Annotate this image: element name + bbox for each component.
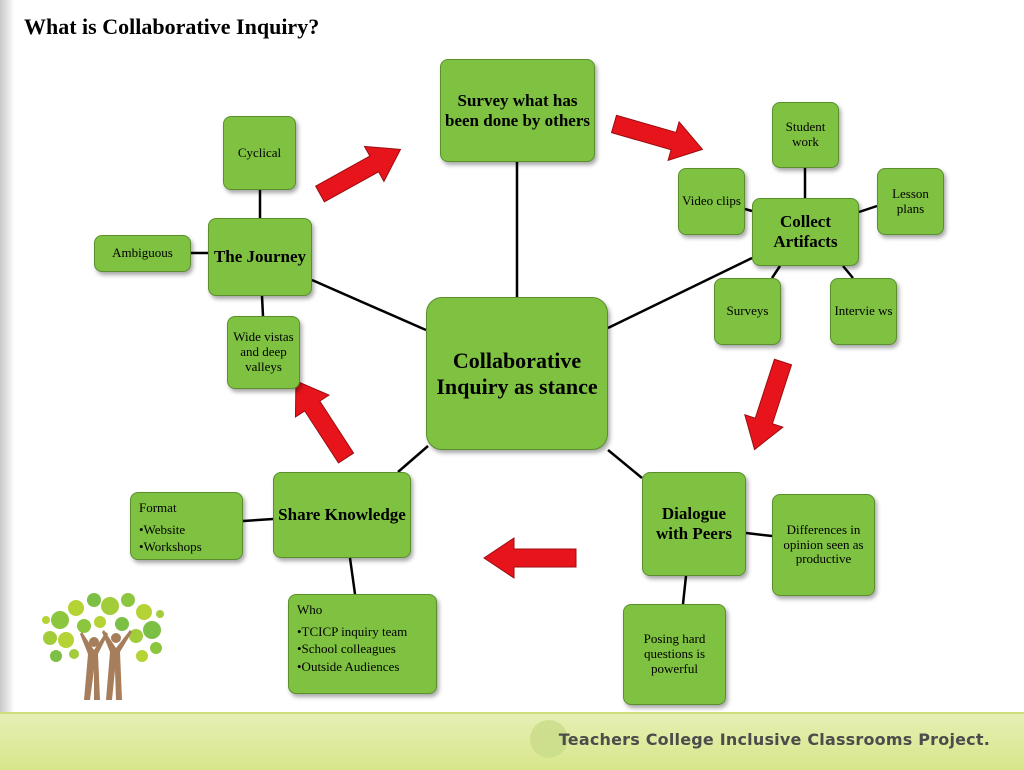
format-node: Format •Website •Workshops <box>130 492 243 560</box>
share-knowledge-node: Share Knowledge <box>273 472 411 558</box>
arrow-dialogue-to-share <box>483 537 577 579</box>
surveys-node: Surveys <box>714 278 781 345</box>
lesson-plans-node: Lesson plans <box>877 168 944 235</box>
who-header: Who <box>297 602 323 617</box>
who-item: •TCICP inquiry team <box>297 623 408 639</box>
line-center-dialogue <box>607 449 643 479</box>
collect-artifacts-node: Collect Artifacts <box>752 198 859 266</box>
center-node: Collaborative Inquiry as stance <box>426 297 608 450</box>
line-share-format <box>242 517 274 523</box>
connector-lines <box>191 162 878 605</box>
left-edge-band <box>0 0 14 712</box>
flow-arrows <box>294 114 793 579</box>
line-dialogue-differences <box>745 531 773 538</box>
arrow-survey-to-collect <box>610 114 704 162</box>
posing-questions-node: Posing hard questions is powerful <box>623 604 726 705</box>
arrow-journey-to-survey <box>314 145 402 203</box>
line-center-journey <box>311 278 427 332</box>
video-clips-node: Video clips <box>678 168 745 235</box>
slide-title: What is Collaborative Inquiry? <box>24 14 320 39</box>
line-center-share <box>397 445 429 473</box>
footer-brand-text: Teachers College Inclusive Classrooms Pr… <box>558 730 990 749</box>
tree-logo-icon <box>42 593 164 700</box>
dialogue-node: Dialogue with Peers <box>642 472 746 576</box>
format-item: •Website <box>139 521 186 537</box>
who-node: Who •TCICP inquiry team •School colleagu… <box>288 594 437 694</box>
format-header: Format <box>139 500 177 515</box>
survey-node: Survey what has been done by others <box>440 59 595 162</box>
line-collect-surveys <box>770 265 782 279</box>
tree-foliage <box>42 593 164 662</box>
ambiguous-node: Ambiguous <box>94 235 191 272</box>
footer-decorative-circle <box>530 720 568 758</box>
line-center-collect <box>607 256 753 330</box>
tree-people <box>80 630 132 700</box>
footer-band: Teachers College Inclusive Classrooms Pr… <box>0 712 1024 770</box>
line-dialogue-posing <box>681 575 688 605</box>
format-item: •Workshops <box>139 539 202 555</box>
interviews-node: Intervie ws <box>830 278 897 345</box>
line-collect-lesson <box>858 204 878 214</box>
cyclical-node: Cyclical <box>223 116 296 190</box>
vistas-node: Wide vistas and deep valleys <box>227 316 300 389</box>
line-share-who <box>348 557 357 595</box>
line-journey-vistas <box>260 295 265 317</box>
line-collect-interviews <box>842 265 854 279</box>
who-item: •School colleagues <box>297 641 396 657</box>
arrow-collect-to-dialogue <box>744 358 793 451</box>
student-work-node: Student work <box>772 102 839 168</box>
differences-node: Differences in opinion seen as productiv… <box>772 494 875 596</box>
diagram-canvas <box>191 114 878 605</box>
arrow-share-to-journey <box>294 380 355 464</box>
who-item: •Outside Audiences <box>297 659 400 675</box>
line-collect-video <box>744 207 753 213</box>
journey-node: The Journey <box>208 218 312 296</box>
